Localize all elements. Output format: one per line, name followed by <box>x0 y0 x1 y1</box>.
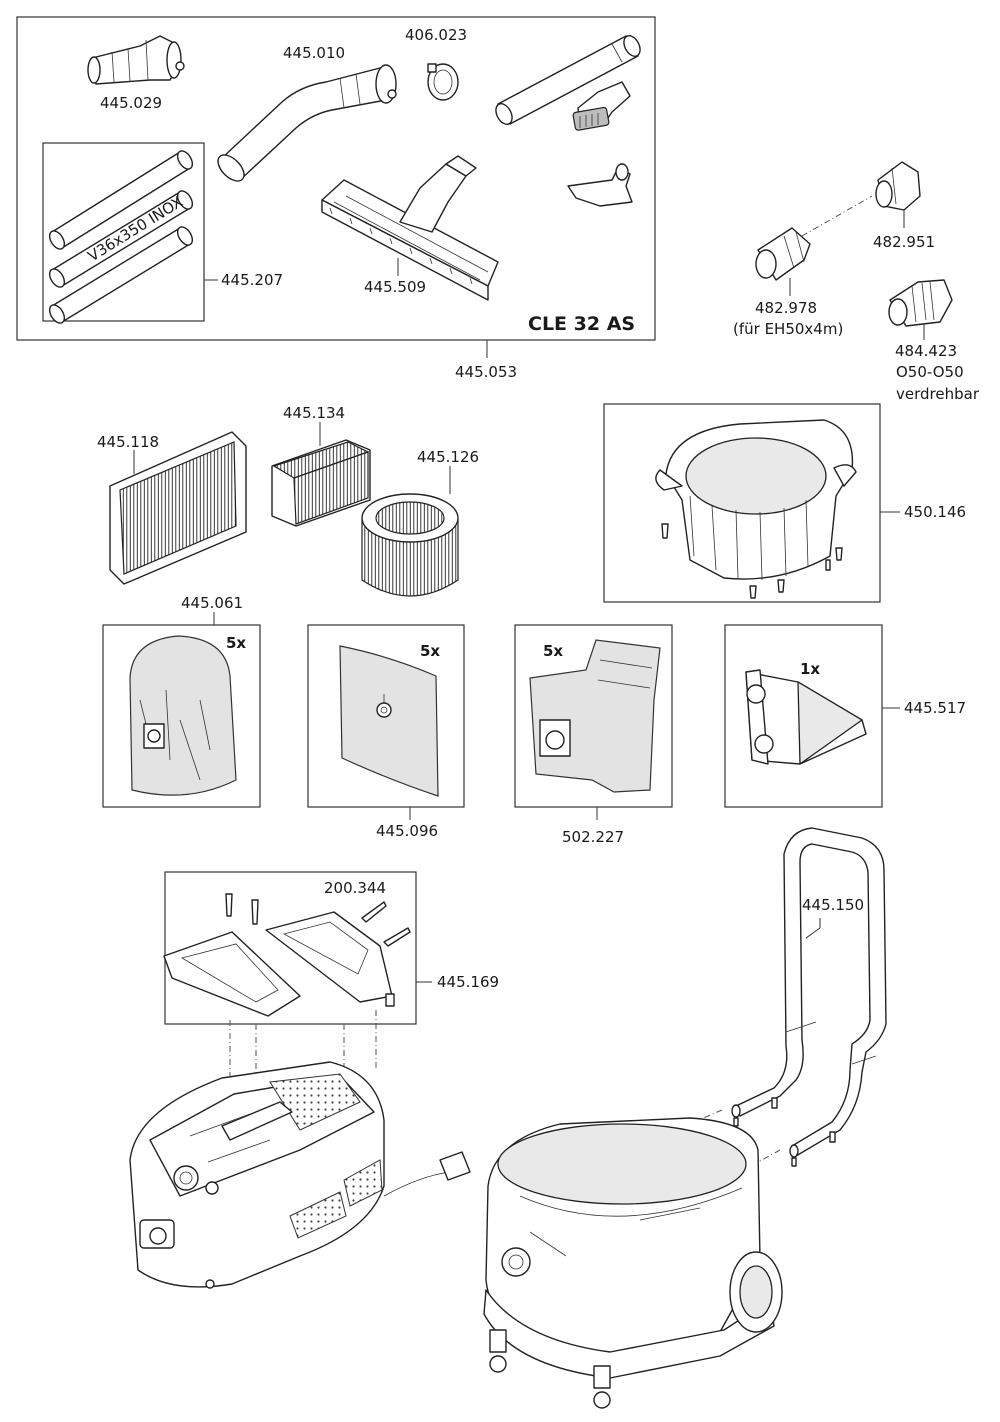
label-200-344: 200.344 <box>324 879 386 897</box>
handle-screws <box>733 1021 877 1167</box>
flat-filter-445-134 <box>271 439 371 527</box>
accessory-kit-model: CLE 32 AS <box>528 313 635 335</box>
paper-bag-group: 5x <box>307 624 465 808</box>
qty-502-227: 5x <box>543 642 563 660</box>
tube-2 <box>48 190 194 288</box>
fleece-bag-group: 5x <box>102 612 261 808</box>
coupling-484-423 <box>888 279 953 327</box>
disposal-bag-group: 5x <box>514 624 673 808</box>
label-445-118: 445.118 <box>97 433 159 451</box>
adapter-sleeve-part <box>87 35 185 85</box>
label-445-150: 445.150 <box>802 896 864 914</box>
label-502-227: 502.227 <box>562 828 624 846</box>
floor-nozzle-part <box>321 155 499 301</box>
screws <box>661 523 843 599</box>
label-450-146: 450.146 <box>904 503 966 521</box>
label-445-134: 445.134 <box>283 404 345 422</box>
label-484-423: 484.423 <box>895 342 957 360</box>
lid-screws <box>225 893 411 1007</box>
label-445-096: 445.096 <box>376 822 438 840</box>
container-insert-group <box>603 403 881 603</box>
tube-set-group: V36x350 INOX 445.207 <box>42 142 283 324</box>
tube-set-number: 445.207 <box>221 271 283 289</box>
cartridge-filter-445-126 <box>361 493 459 597</box>
straight-tube-part <box>495 35 641 125</box>
note-484-423: O50-O50 <box>896 363 964 381</box>
label-445-517: 445.517 <box>904 699 966 717</box>
clamp-ring-part <box>427 63 459 101</box>
label-445-169: 445.169 <box>437 973 499 991</box>
qty-445-096: 5x <box>420 642 440 660</box>
bent-handle-part <box>217 64 397 182</box>
label-482-978: 482.978 <box>755 299 817 317</box>
push-handle-part <box>731 827 887 1167</box>
flat-filter-445-118 <box>109 431 247 585</box>
brush-nozzle-part <box>572 81 631 131</box>
label-445-061: 445.061 <box>181 594 243 612</box>
front-caster-right <box>593 1365 611 1409</box>
tube-1 <box>48 150 194 250</box>
motor-head-part <box>129 1061 471 1289</box>
label-445-010: 445.010 <box>283 44 345 62</box>
upholstery-nozzle-part <box>567 163 633 207</box>
accessory-kit-number: 445.053 <box>455 363 517 381</box>
label-406-023: 406.023 <box>405 26 467 44</box>
lid-parts-group: 200.344 <box>163 871 417 1025</box>
nozzle-scoop-group: 1x <box>724 624 883 808</box>
front-caster-left <box>489 1329 507 1373</box>
tube-3 <box>48 226 194 324</box>
qty-445-061: 5x <box>226 634 246 652</box>
coupling-482-951 <box>875 161 921 211</box>
accessory-kit-group: CLE 32 AS 445.053 445.029 445.010 406.02 <box>16 16 656 381</box>
rear-wheel <box>729 1251 783 1333</box>
dust-container-part <box>483 1117 783 1409</box>
coupling-482-978 <box>755 227 811 281</box>
label-445-126: 445.126 <box>417 448 479 466</box>
note-482-978: (für EH50x4m) <box>733 320 843 338</box>
qty-445-517: 1x <box>800 660 820 678</box>
label-482-951: 482.951 <box>873 233 935 251</box>
label-445-509: 445.509 <box>364 278 426 296</box>
label-445-029: 445.029 <box>100 94 162 112</box>
note2-484-423: verdrehbar <box>896 385 980 403</box>
